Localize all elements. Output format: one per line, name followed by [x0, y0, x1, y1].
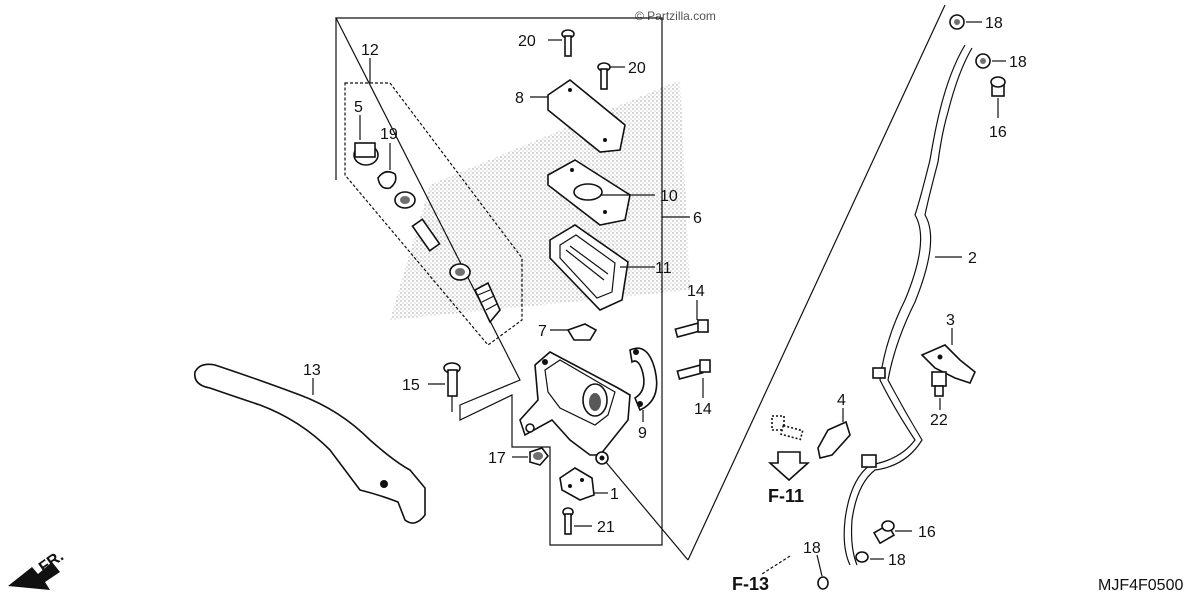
master-cylinder-body: [519, 351, 631, 465]
callout-20-upper: 20: [518, 33, 536, 50]
screw-20-upper: [561, 29, 575, 57]
callout-16-lower: 16: [918, 524, 936, 541]
washer-18b: [975, 53, 991, 69]
bolt-14-lower: [676, 359, 711, 380]
callout-20-lower: 20: [628, 60, 646, 77]
diagram-code: MJF4F0500: [1098, 577, 1183, 594]
ref-arrow-f13: [761, 555, 791, 575]
banjo-bolt-16-upper: [990, 76, 1006, 97]
callout-5: 5: [354, 99, 363, 116]
nut-17: [529, 447, 550, 466]
callout-16-upper: 16: [989, 124, 1007, 141]
brake-switch: [559, 467, 595, 501]
washer-18c: [855, 551, 869, 563]
callout-13: 13: [303, 362, 321, 379]
ref-label-f11: F-11: [768, 486, 804, 506]
watermark: © Partzilla.com: [635, 9, 716, 23]
bolt-14-upper: [674, 319, 709, 338]
washer-18a: [949, 14, 965, 30]
piston-kit-parts: [394, 191, 501, 324]
hose-guide-4: [817, 420, 851, 459]
callout-14-lower: 14: [694, 401, 712, 418]
callout-11: 11: [655, 260, 672, 277]
ref-label-f13: F-13: [732, 574, 769, 594]
diaphragm-plate: [547, 159, 631, 226]
diaphragm: [549, 224, 629, 311]
front-direction-icon: [8, 562, 60, 590]
holder-9: [629, 347, 658, 412]
callout-6: 6: [693, 210, 702, 227]
assembly-outline: [335, 17, 663, 546]
reservoir-cap: [547, 79, 626, 153]
callout-21: 21: [597, 519, 615, 536]
circlip-19: [377, 170, 397, 190]
banjo-bolt-16-lower: [872, 520, 896, 545]
brake-hose: [843, 44, 973, 566]
arrow-down-icon: [767, 451, 811, 482]
callout-18b: 18: [1009, 54, 1027, 71]
callout-15: 15: [402, 377, 420, 394]
hose-clamp-3: [920, 344, 976, 384]
bolt-22: [931, 371, 947, 397]
screw-21: [562, 507, 574, 535]
callout-18a: 18: [985, 15, 1003, 32]
ref-bolt-f11: [771, 415, 804, 441]
shaded-area: [390, 80, 690, 320]
callout-8: 8: [515, 90, 524, 107]
callout-18d: 18: [803, 540, 821, 557]
callout-17: 17: [488, 450, 506, 467]
piston-cap-5: [353, 142, 379, 166]
washer-18d: [817, 576, 829, 590]
clip-7: [566, 323, 598, 341]
callout-18c: 18: [888, 552, 906, 569]
callout-9: 9: [638, 425, 647, 442]
callout-3: 3: [946, 312, 955, 329]
callout-7: 7: [538, 323, 547, 340]
brake-lever: [193, 363, 426, 524]
callout-2: 2: [968, 250, 977, 267]
screw-20-lower: [597, 62, 611, 90]
pivot-bolt-15: [443, 362, 461, 412]
callout-22: 22: [930, 412, 948, 429]
callout-1: 1: [610, 486, 619, 503]
callout-19: 19: [380, 126, 398, 143]
callout-14-upper: 14: [687, 283, 705, 300]
piston-kit-outline: [344, 82, 523, 346]
callout-10: 10: [660, 188, 678, 205]
callout-12: 12: [361, 42, 379, 59]
callout-4: 4: [837, 392, 846, 409]
